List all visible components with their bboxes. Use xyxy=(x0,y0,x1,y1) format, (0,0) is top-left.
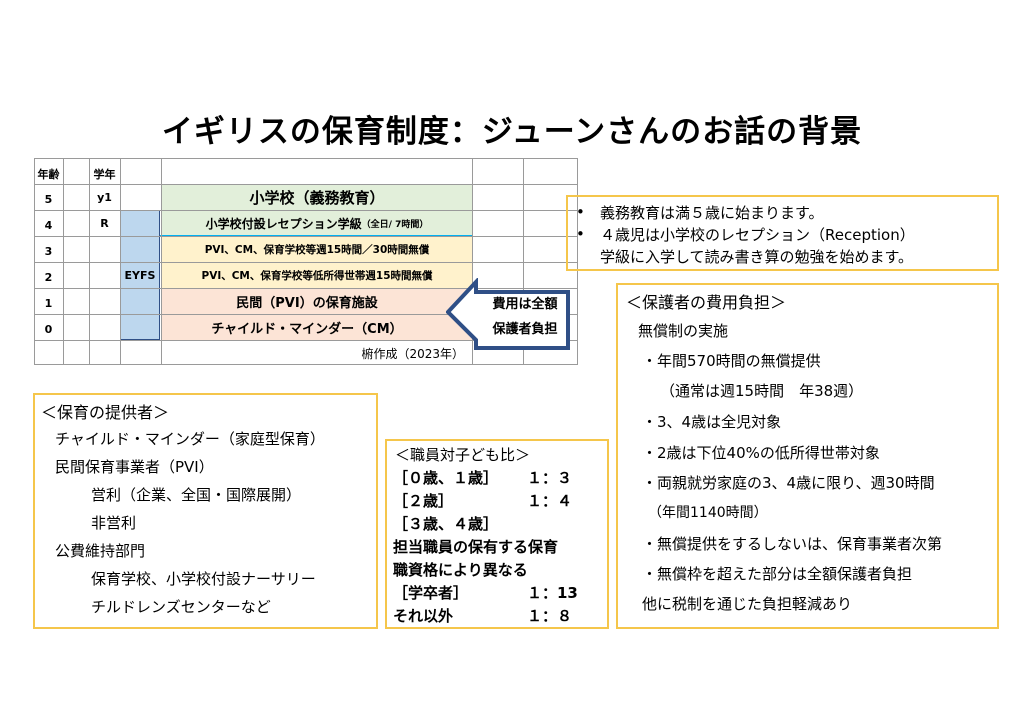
eyfs-label: EYFS xyxy=(124,268,156,282)
arrow-text-1: 費用は全額 xyxy=(492,297,558,312)
note-bullet-2: • xyxy=(576,225,585,243)
age-4: 4 xyxy=(44,219,53,232)
cost-line-6: ・両親就労家庭の3、4歳に限り、週30時間 xyxy=(642,474,935,492)
private-label: 民間（PVI）の保育施設 xyxy=(236,296,378,311)
cost-line-4: ・3、4歳は全児対象 xyxy=(642,413,782,431)
ratio-row-4-value: １：13 xyxy=(527,584,578,602)
ratio-row-5-label: それ以外 xyxy=(393,607,454,625)
author-credit: 椨作成（2023年） xyxy=(361,347,464,361)
cost-line-1: 無償制の実施 xyxy=(638,322,729,340)
cost-line-2: ・年間570時間の無償提供 xyxy=(642,352,821,370)
provider-line-4: 非営利 xyxy=(91,514,137,532)
age-grade-table: 小学校（義務教育） 小学校付設レセプション学級（全日/ 7時間） PVI、CM、… xyxy=(34,158,578,365)
age-0: 0 xyxy=(44,323,53,336)
childminder-label: チャイルド・マインダー（CM） xyxy=(211,322,403,337)
reception-label: 小学校付設レセプション学級 xyxy=(205,216,362,231)
costs-box: ＜保護者の費用負担＞ 無償制の実施 ・年間570時間の無償提供 （通常は週15時… xyxy=(616,283,999,629)
age-5: 5 xyxy=(44,193,53,206)
age-1: 1 xyxy=(44,297,53,310)
pvi-band-2: PVI、CM、保育学校等低所得世帯週15時間無償 xyxy=(162,262,472,288)
pvi-band-3: PVI、CM、保育学校等週15時間／30時間無償 xyxy=(162,236,472,262)
cost-line-10: 他に税制を通じた負担軽減あり xyxy=(642,595,853,613)
education-note-box: • 義務教育は満５歳に始まります。 • ４歳児は小学校のレセプション（Recep… xyxy=(566,195,999,271)
reception-band: 小学校付設レセプション学級（全日/ 7時間） xyxy=(162,210,472,236)
ratio-row-1-value: １：３ xyxy=(527,469,573,487)
cost-line-5: ・2歳は下位40%の低所得世帯対象 xyxy=(642,444,880,462)
provider-line-3: 営利（企業、全国・国際展開） xyxy=(91,486,302,504)
ratio-note-1: 担当職員の保有する保育 xyxy=(393,538,559,556)
note-bullet-1: • xyxy=(576,203,585,221)
blue-rule xyxy=(134,235,472,236)
provider-line-2: 民間保育事業者（PVI） xyxy=(55,458,214,476)
provider-line-1: チャイルド・マインダー（家庭型保育） xyxy=(55,430,325,448)
provider-line-6: 保育学校、小学校付設ナーサリー xyxy=(91,570,316,588)
page-title: イギリスの保育制度：ジューンさんのお話の背景 xyxy=(161,114,863,150)
left-arrow-icon xyxy=(446,278,570,350)
age-2: 2 xyxy=(44,271,53,284)
ratio-box: ＜職員対子ども比＞ ［０歳、１歳］ １：３ ［２歳］ １：４ ［３歳、４歳］ 担… xyxy=(385,439,609,629)
providers-box: ＜保育の提供者＞ チャイルド・マインダー（家庭型保育） 民間保育事業者（PVI）… xyxy=(33,393,378,629)
note-line-1: 義務教育は満５歳に始まります。 xyxy=(600,204,824,222)
costs-heading: ＜保護者の費用負担＞ xyxy=(626,293,787,312)
ratio-row-1-label: ［０歳、１歳］ xyxy=(393,469,499,487)
ratio-row-5-value: １：８ xyxy=(527,607,573,625)
cost-line-9: ・無償枠を超えた部分は全額保護者負担 xyxy=(642,565,913,583)
header-age: 年齢 xyxy=(37,168,60,181)
age-3: 3 xyxy=(44,245,53,258)
cost-line-8: ・無償提供をするしないは、保育事業者次第 xyxy=(642,535,943,553)
cost-line-7: （年間1140時間） xyxy=(648,505,768,521)
providers-heading: ＜保育の提供者＞ xyxy=(41,403,170,422)
provider-line-5: 公費維持部門 xyxy=(55,542,146,560)
grade-r: R xyxy=(100,217,109,230)
cost-line-3: （通常は週15時間 年38週） xyxy=(660,382,864,400)
ratio-row-4-label: ［学卒者］ xyxy=(393,584,469,602)
ratio-row-3-label: ［３歳、４歳］ xyxy=(393,515,499,533)
reception-note: （全日/ 7時間） xyxy=(361,219,429,230)
header-grade: 学年 xyxy=(93,168,116,181)
arrow-text-2: 保護者負担 xyxy=(492,322,558,337)
provider-line-7: チルドレンズセンターなど xyxy=(91,598,271,616)
note-line-2: ４歳児は小学校のレセプション（Reception） xyxy=(600,226,915,244)
pvi-row3-label: PVI、CM、保育学校等週15時間／30時間無償 xyxy=(204,243,430,256)
primary-band: 小学校（義務教育） xyxy=(162,184,472,210)
primary-label: 小学校（義務教育） xyxy=(249,188,385,207)
ratio-row-2-value: １：４ xyxy=(527,492,573,510)
ratio-row-2-label: ［２歳］ xyxy=(393,492,454,510)
note-line-3: 学級に入学して読み書き算の勉強を始めます。 xyxy=(600,248,914,266)
pvi-row2-label: PVI、CM、保育学校等低所得世帯週15時間無償 xyxy=(201,269,433,282)
eyfs-column: EYFS xyxy=(120,210,160,340)
grade-y1: y1 xyxy=(97,191,112,204)
ratio-note-2: 職資格により異なる xyxy=(393,561,528,579)
ratio-heading: ＜職員対子ども比＞ xyxy=(395,446,531,464)
